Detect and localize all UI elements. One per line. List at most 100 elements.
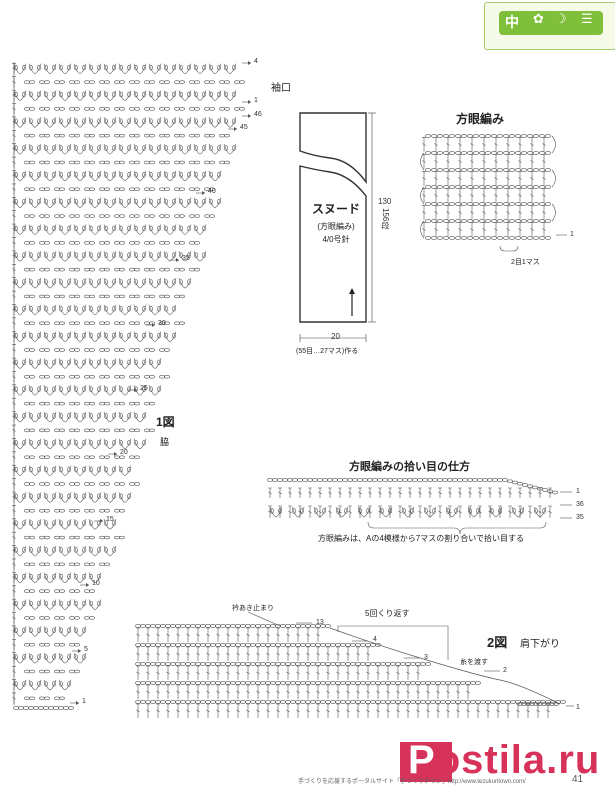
- pickup-row-36: 36: [576, 501, 584, 508]
- dc-stitch: [308, 505, 312, 518]
- dc-stitch: [422, 204, 426, 220]
- chain-stitch: [29, 267, 35, 272]
- chain-stitch: [52, 574, 56, 580]
- chain-stitch: [135, 681, 141, 685]
- chain-stitch: [432, 478, 438, 482]
- chain-stitch: [144, 214, 150, 218]
- chain-stitch: [119, 375, 125, 379]
- chain-stitch: [390, 700, 396, 704]
- dc-stitch: [12, 424, 16, 436]
- v-shell: [13, 545, 27, 557]
- repeat-bracket: [337, 625, 449, 660]
- dc-stitch: [470, 170, 474, 186]
- dc-stitch: [458, 221, 462, 237]
- pickup-row-1: 1: [576, 488, 580, 495]
- chain-stitch: [29, 107, 35, 111]
- fig2-row-3: 3: [424, 654, 428, 661]
- chain-stitch: [74, 91, 78, 98]
- menu-icon[interactable]: ☰: [581, 12, 593, 27]
- chain-stitch: [37, 359, 41, 366]
- chain-stitch: [14, 279, 18, 285]
- chain-stitch: [39, 348, 45, 352]
- chain-stitch: [272, 478, 278, 482]
- chain-stitch: [74, 574, 78, 580]
- chain-stitch: [97, 600, 101, 607]
- v-shell: [58, 358, 72, 369]
- chain-stitch: [114, 401, 120, 406]
- chain-stitch: [24, 214, 30, 218]
- v-shell: [163, 304, 177, 316]
- chain-stitch: [390, 662, 396, 666]
- chain-stitch: [219, 160, 225, 165]
- chain-stitch: [67, 306, 71, 312]
- chain-stitch: [332, 478, 338, 482]
- corner-badge[interactable]: 中 ✿ ☽ ☰: [484, 2, 615, 50]
- chain-stitch: [119, 133, 125, 138]
- chain-stitch: [69, 643, 75, 647]
- chain-stitch: [160, 662, 166, 666]
- dc-stitch: [196, 703, 200, 718]
- chain-stitch: [533, 151, 539, 155]
- chain-stitch: [29, 535, 35, 540]
- chain-stitch: [172, 172, 176, 178]
- v-shell: [73, 385, 87, 396]
- chain-stitch: [240, 681, 246, 685]
- chain-stitch: [245, 624, 251, 628]
- chain-stitch: [14, 91, 18, 98]
- dc-stitch: [506, 703, 510, 718]
- v-shell: [73, 653, 87, 664]
- v-shell: [58, 304, 72, 316]
- chain-stitch: [179, 118, 183, 124]
- chain-stitch: [174, 133, 180, 138]
- chain-stitch: [104, 198, 108, 205]
- v-shell: [58, 492, 72, 503]
- chain-stitch: [59, 241, 65, 245]
- chain-stitch: [509, 185, 515, 189]
- dc-stitch: [466, 703, 470, 718]
- chain-stitch: [69, 589, 75, 593]
- dc-stitch: [156, 646, 160, 661]
- chain-stitch: [395, 662, 401, 666]
- dc-stitch: [316, 627, 320, 642]
- chain-stitch: [480, 700, 486, 704]
- chain-stitch: [172, 332, 176, 339]
- chain-stitch: [59, 482, 65, 486]
- chain-stitch: [59, 252, 63, 258]
- chain-stitch: [174, 241, 180, 245]
- dc-stitch: [12, 598, 16, 610]
- chain-stitch: [69, 509, 75, 513]
- v-shell: [58, 277, 72, 289]
- chain-stitch: [52, 654, 56, 660]
- chain-stitch: [119, 509, 125, 513]
- chain-stitch: [430, 700, 436, 704]
- chain-stitch: [325, 662, 331, 666]
- chain-stitch: [473, 134, 479, 138]
- chain-stitch: [44, 279, 48, 285]
- chain-stitch: [335, 643, 341, 647]
- chain-stitch: [505, 700, 511, 704]
- chain-stitch: [202, 64, 206, 71]
- dc-stitch: [366, 684, 370, 699]
- chain-stitch: [422, 478, 428, 482]
- chain-stitch: [74, 466, 78, 473]
- v-shell: [88, 90, 102, 101]
- chain-stitch: [74, 214, 80, 218]
- chain-stitch: [491, 236, 497, 240]
- chain-stitch: [234, 107, 240, 111]
- dc-stitch: [378, 505, 382, 518]
- v-shell: [13, 572, 27, 584]
- chain-stitch: [194, 133, 200, 138]
- v-shell: [103, 411, 117, 423]
- snood-schematic: [299, 112, 376, 342]
- dc-stitch: [438, 505, 442, 518]
- chain-stitch: [449, 202, 455, 206]
- chain-stitch: [179, 321, 185, 325]
- dc-stitch: [438, 487, 442, 498]
- chain-stitch: [485, 236, 491, 240]
- fig1-row-mark: 45: [240, 124, 248, 131]
- chain-stitch: [59, 145, 63, 151]
- chain-stitch: [119, 493, 123, 500]
- chain-stitch: [39, 428, 45, 433]
- fig2-row-13: 13: [316, 619, 324, 626]
- chain-stitch: [74, 241, 80, 245]
